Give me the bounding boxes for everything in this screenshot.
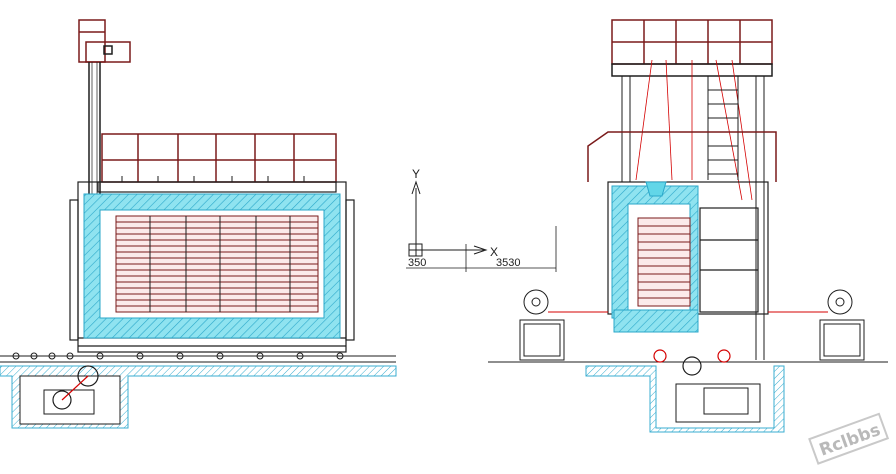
support-columns [621, 76, 765, 360]
rail-track-left [0, 352, 396, 363]
dimension-annotations: 350 3530 [406, 226, 557, 272]
top-nozzle [645, 181, 667, 197]
watermark-text: Rclbbs [817, 420, 883, 460]
side-equipment [519, 289, 865, 361]
foundation-pit-right [488, 349, 888, 433]
heating-elements-right [637, 217, 691, 307]
dimension-350: 350 [408, 257, 426, 269]
top-fittings-left [121, 176, 305, 182]
watermark-logo: Rclbbs [808, 412, 890, 465]
left-view-side-elevation [0, 19, 397, 429]
x-axis-label: X [490, 245, 498, 259]
dimension-3530: 3530 [496, 257, 520, 269]
drive-pit-left [0, 365, 397, 429]
right-view-end-elevation [488, 19, 888, 433]
coordinate-axes: Y X [408, 167, 498, 259]
hoist-ropes [635, 59, 753, 201]
furnace-shell-left [69, 181, 355, 353]
heating-elements-left [115, 215, 319, 313]
hearth-base [613, 309, 699, 333]
refractory-lining-left [83, 193, 341, 339]
hood-frame [587, 131, 777, 182]
elevator-tower [78, 19, 131, 200]
access-ladder [707, 76, 739, 180]
upper-framework [101, 133, 337, 183]
y-axis-label: Y [412, 167, 420, 181]
